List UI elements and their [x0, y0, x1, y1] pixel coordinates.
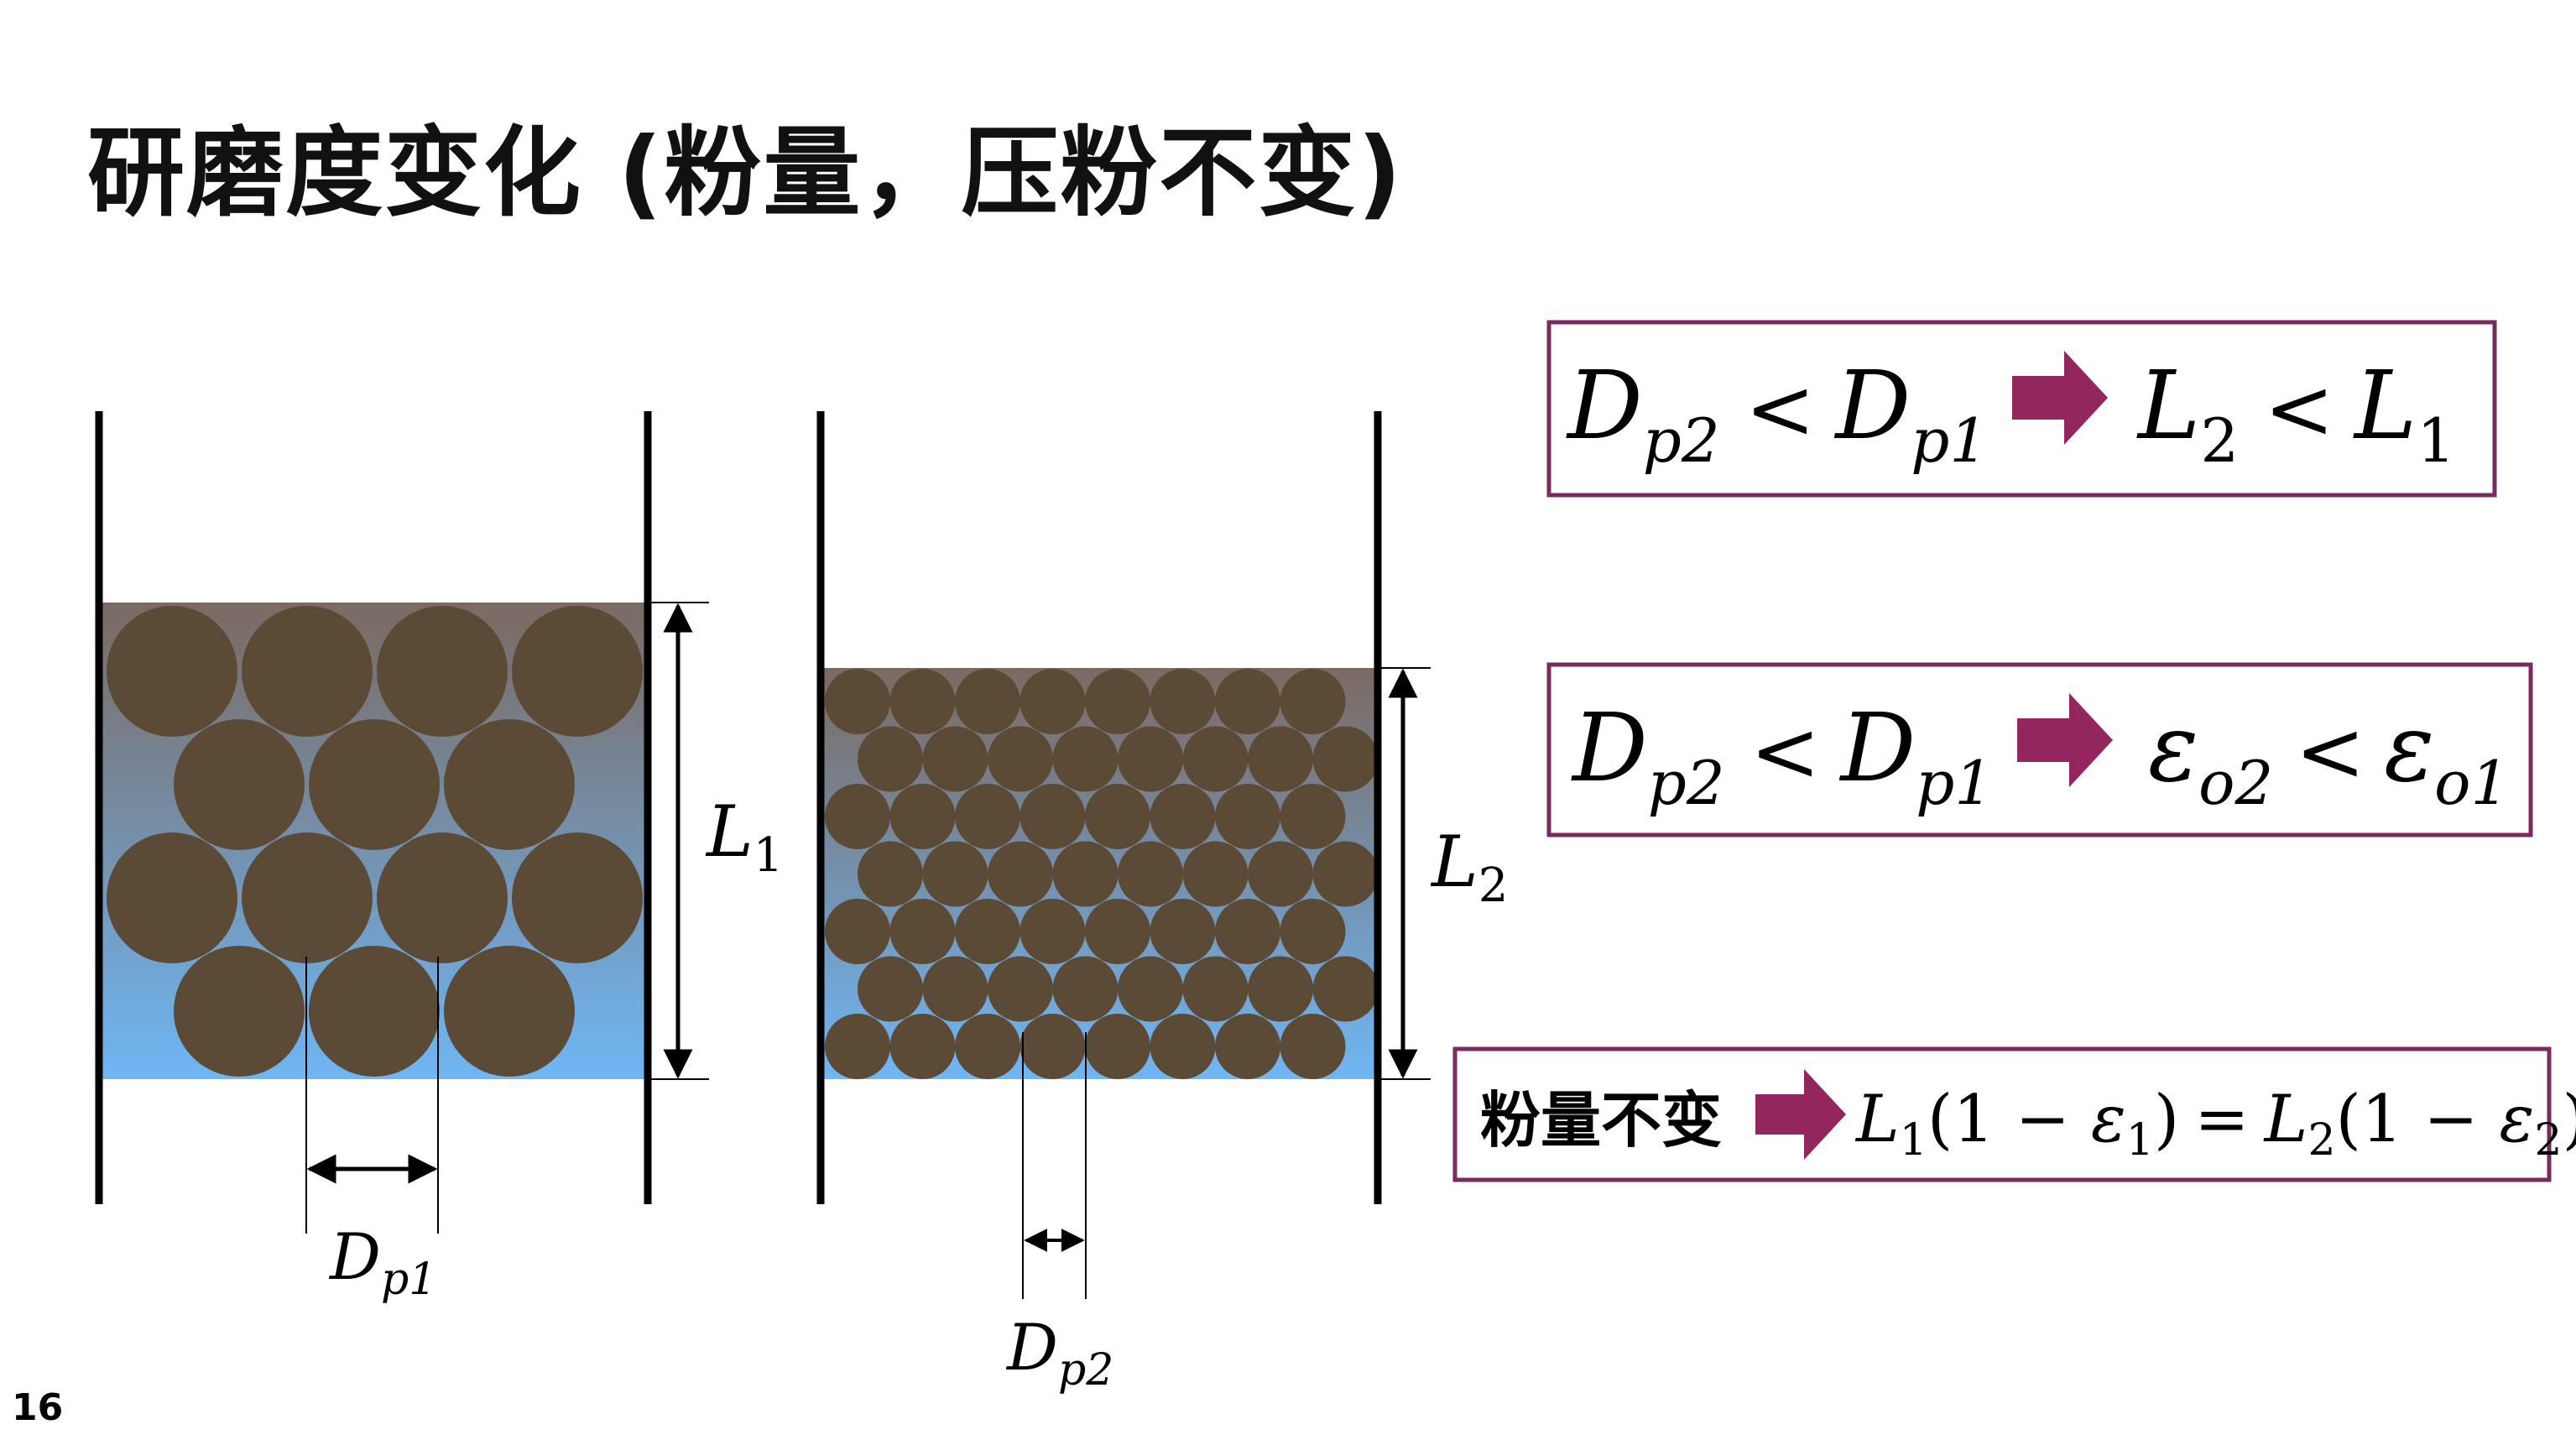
particle [1312, 841, 1379, 907]
particle [988, 841, 1053, 907]
particle [107, 606, 237, 737]
particle [1118, 726, 1183, 792]
particle [825, 899, 890, 964]
particle [1085, 899, 1150, 964]
conservation-equation: L1(1 − ε1)=L2(1 − ε2) [1854, 1082, 2576, 1166]
particle [1085, 669, 1150, 734]
particle [1312, 726, 1379, 792]
particle [309, 946, 440, 1077]
particle [1215, 899, 1280, 964]
particle [1019, 669, 1086, 734]
particle [825, 1014, 890, 1079]
particle [1248, 956, 1313, 1022]
particle [1052, 726, 1119, 792]
particle [889, 784, 956, 849]
particle [1052, 841, 1119, 907]
particle [858, 726, 923, 792]
particle [1280, 899, 1346, 964]
relation-box-diameter-length: Dp2<Dp1 L2<L1 [1546, 320, 2497, 498]
page-number: 16 [12, 1386, 64, 1429]
particle [1019, 899, 1086, 964]
particle [1052, 956, 1119, 1022]
left-bed: L1 Dp1 [95, 411, 783, 1305]
arrow-right-icon [1755, 1069, 1846, 1160]
particle [512, 606, 643, 737]
particle [1085, 784, 1150, 849]
particle [1150, 784, 1216, 849]
particle [1150, 669, 1216, 734]
particle [1280, 669, 1346, 734]
particle [825, 784, 890, 849]
particle [1280, 1014, 1346, 1079]
particle [1215, 1014, 1280, 1079]
particle [1182, 841, 1249, 907]
particle [1019, 1014, 1086, 1079]
particle [922, 726, 988, 792]
particle [377, 832, 508, 963]
particle [922, 841, 988, 907]
relation-1-result: L2<L1 [2136, 352, 2455, 476]
particle [174, 719, 305, 850]
particle [955, 1014, 1020, 1079]
conservation-condition: 粉量不变 [1480, 1085, 1722, 1156]
arrow-right-icon [2017, 693, 2113, 787]
dp2-label: Dp2 [1005, 1310, 1113, 1396]
particle [242, 832, 373, 963]
particle [1215, 784, 1280, 849]
dp1-label: Dp1 [328, 1219, 436, 1305]
particle [377, 606, 508, 737]
particle [858, 841, 923, 907]
right-bed: L2 Dp2 [816, 411, 1508, 1396]
l2-label: L2 [1430, 821, 1508, 913]
particle [955, 899, 1020, 964]
relation-2-lhs: Dp2<Dp1 [1571, 694, 1993, 818]
particle [922, 956, 988, 1022]
relation-1-lhs: Dp2<Dp1 [1566, 352, 1988, 476]
particle [1182, 726, 1249, 792]
particle [955, 669, 1020, 734]
particle [1312, 956, 1379, 1022]
l1-label: L1 [705, 790, 783, 883]
conservation-box: 粉量不变 L1(1 − ε1)=L2(1 − ε2) [1452, 1046, 2576, 1182]
particle [1182, 956, 1249, 1022]
particle [889, 1014, 956, 1079]
particle [174, 946, 305, 1077]
particle [512, 832, 643, 963]
particle [1150, 899, 1216, 964]
right-particles [825, 669, 1379, 1079]
left-particles [107, 606, 643, 1077]
particle [1150, 1014, 1216, 1079]
particle [955, 784, 1020, 849]
relation-box-diameter-porosity: Dp2<Dp1 εo2<εo1 [1546, 662, 2533, 837]
particle [988, 956, 1053, 1022]
particle [107, 832, 237, 963]
particle [309, 719, 440, 850]
slide-title: 研磨度变化 (粉量，压粉不变) [87, 117, 1404, 230]
particle [1118, 956, 1183, 1022]
particle [1248, 726, 1313, 792]
particle [1085, 1014, 1150, 1079]
particle [242, 606, 373, 737]
conservation-box-border [1452, 1046, 2552, 1182]
particle [858, 956, 923, 1022]
relation-box-2-border [1546, 662, 2533, 837]
particle [889, 899, 956, 964]
particle [825, 669, 890, 734]
arrow-right-icon [2012, 351, 2108, 445]
particle [1215, 669, 1280, 734]
particle [988, 726, 1053, 792]
particle [1019, 784, 1086, 849]
particle [444, 719, 575, 850]
relation-2-result: εo2<εo1 [2148, 694, 2509, 818]
particle [1280, 784, 1346, 849]
particle [1118, 841, 1183, 907]
particle [1248, 841, 1313, 907]
particle [444, 946, 575, 1077]
particle [889, 669, 956, 734]
